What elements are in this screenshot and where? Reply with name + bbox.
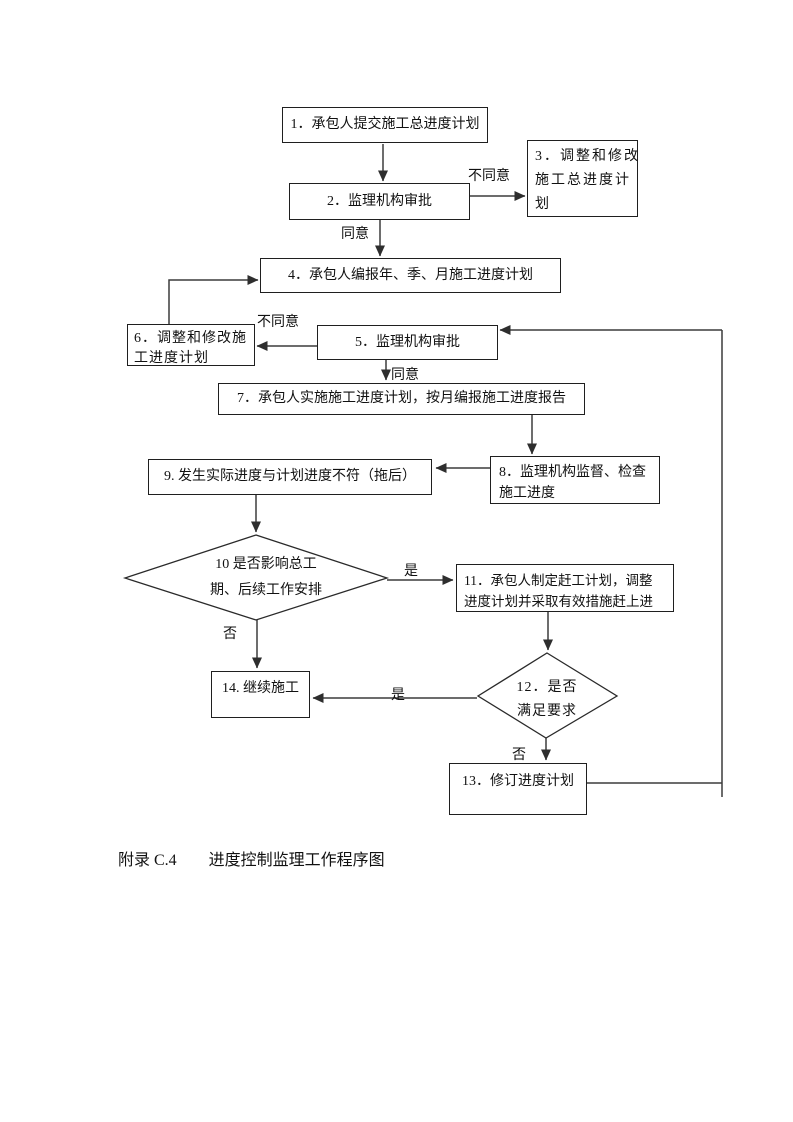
edge-label-yes-10: 是	[404, 564, 418, 579]
flow-box-3-line-1: 3．调整和修改	[535, 149, 640, 164]
flow-box-2-label: 2．监理机构审批	[327, 193, 432, 209]
flow-box-11-catchup-plan: 11．承包人制定赶工计划，调整 进度计划并采取有效措施赶上进	[456, 564, 674, 612]
edge-label-agree-top: 同意	[341, 227, 369, 242]
edge-label-no-12: 否	[512, 748, 526, 763]
flow-box-14-label: 14. 继续施工	[222, 681, 299, 696]
flow-box-11-line-2: 进度计划并采取有效措施赶上进	[464, 594, 653, 609]
flow-box-5-supervisor-approval: 5．监理机构审批	[317, 325, 498, 360]
edge-label-yes-12: 是	[391, 688, 405, 703]
flow-box-14-continue-construction: 14. 继续施工	[211, 671, 310, 718]
edge-label-disagree-top: 不同意	[468, 169, 510, 184]
flow-box-8-line-1: 8．监理机构监督、检查	[499, 465, 646, 480]
flow-box-8-supervise-check: 8．监理机构监督、检查 施工进度	[490, 456, 660, 504]
decision-10-line-2: 期、后续工作安排	[210, 583, 322, 598]
flow-box-6-line-2: 工进度计划	[134, 351, 209, 366]
flow-box-8-line-2: 施工进度	[499, 486, 555, 501]
decision-12-line-1: 12．是否	[516, 680, 578, 695]
edge-label-no-10: 否	[223, 627, 237, 642]
appendix-caption: 附录 C.4 进度控制监理工作程序图	[118, 852, 385, 869]
flow-box-3-line-2: 施工总进度计	[535, 173, 631, 188]
flow-box-1-label: 1．承包人提交施工总进度计划	[290, 117, 480, 132]
edge-6-to-4	[168, 275, 259, 324]
flow-box-3-line-3: 划	[535, 197, 551, 212]
flow-box-13-revise-plan: 13．修订进度计划	[449, 763, 587, 815]
flow-box-11-line-1: 11．承包人制定赶工计划，调整	[464, 573, 653, 588]
flow-box-6-line-1: 6．调整和修改施	[134, 331, 247, 346]
edge-label-disagree-mid: 不同意	[257, 315, 299, 330]
flow-box-9-label: 9. 发生实际进度与计划进度不符（拖后）	[164, 469, 416, 484]
decision-10-line-1: 10 是否影响总工	[215, 557, 317, 572]
flow-box-3-adjust-master-plan: 3．调整和修改 施工总进度计 划	[527, 140, 638, 217]
flow-box-4-periodic-plans: 4．承包人编报年、季、月施工进度计划	[260, 258, 561, 293]
decision-12-requirements-met: 12．是否 满足要求	[487, 676, 607, 724]
flow-box-13-label: 13．修订进度计划	[462, 774, 574, 789]
decision-10-shape	[122, 534, 390, 621]
flow-box-1-submit-master-plan: 1．承包人提交施工总进度计划	[282, 107, 488, 143]
decision-12-shape	[476, 652, 619, 739]
flow-box-7-label: 7．承包人实施施工进度计划，按月编报施工进度报告	[237, 391, 566, 406]
flow-box-4-label: 4．承包人编报年、季、月施工进度计划	[288, 267, 533, 283]
flow-box-5-label: 5．监理机构审批	[355, 334, 460, 350]
decision-12-line-2: 满足要求	[517, 704, 577, 719]
flow-box-9-schedule-deviation: 9. 发生实际进度与计划进度不符（拖后）	[148, 459, 432, 495]
flow-box-7-implement-plan: 7．承包人实施施工进度计划，按月编报施工进度报告	[218, 383, 585, 415]
flow-box-6-adjust-plan: 6．调整和修改施 工进度计划	[127, 324, 255, 366]
edge-label-agree-mid: 同意	[391, 368, 419, 383]
flow-box-2-supervisor-approval: 2．监理机构审批	[289, 183, 470, 220]
decision-10-affects-schedule: 10 是否影响总工 期、后续工作安排	[176, 552, 356, 604]
